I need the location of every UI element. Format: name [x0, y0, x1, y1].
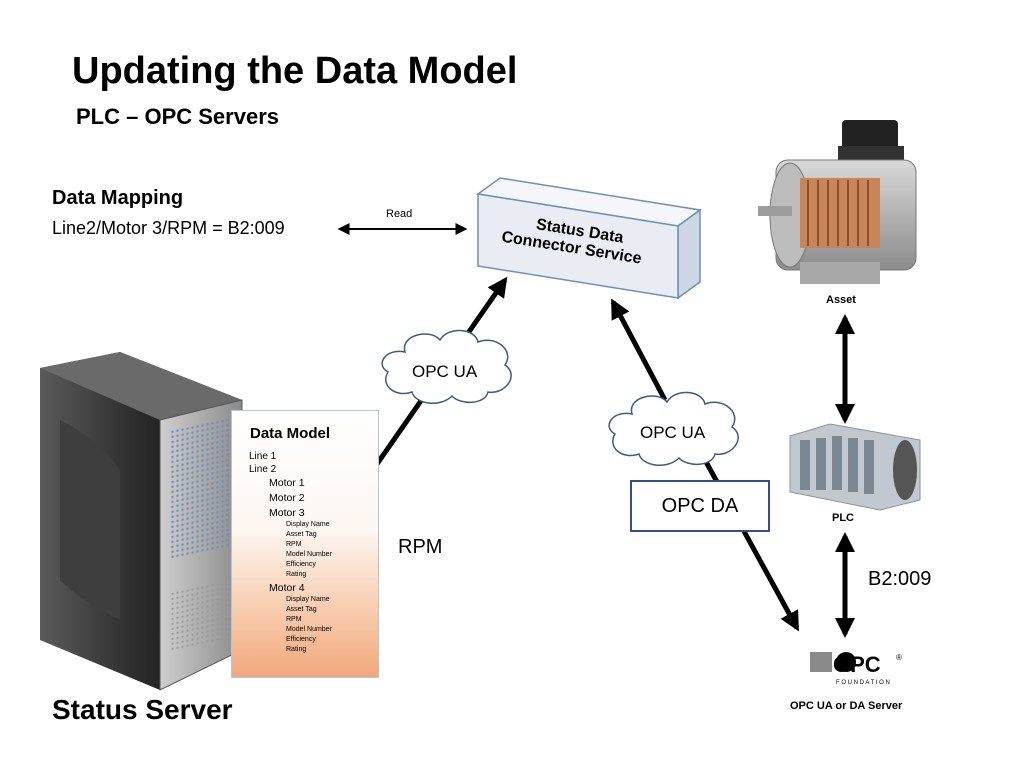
opc-logo-registered: ® — [896, 653, 902, 662]
opc-ua-cloud-left: OPC UA — [381, 329, 512, 404]
data-model-panel: Data Model Line 1 Line 2 Motor 1 Motor 2… — [231, 410, 379, 678]
data-model-motor3: Motor 3 — [269, 507, 305, 519]
motor3-field: Display Name — [286, 521, 330, 528]
motor3-field: Rating — [286, 571, 307, 578]
motor4-field: Asset Tag — [286, 606, 317, 613]
opc-da-box: OPC DA — [630, 480, 770, 532]
motor3-field: Asset Tag — [286, 531, 317, 538]
asset-label: Asset — [826, 294, 856, 306]
plc-label: PLC — [832, 512, 854, 524]
motor3-field: Efficiency — [286, 561, 316, 568]
motor3-field: RPM — [286, 541, 302, 548]
data-model-motor4: Motor 4 — [269, 582, 305, 594]
opc-logo-subtitle: F O U N D A T I O N — [836, 680, 890, 686]
opc-foundation-logo: OPC ® F O U N D A T I O N — [810, 652, 902, 686]
data-mapping-text: Line2/Motor 3/RPM = B2:009 — [52, 218, 285, 238]
data-model-title: Data Model — [250, 425, 331, 442]
motor4-field: RPM — [286, 616, 302, 623]
rpm-label: RPM — [398, 536, 443, 558]
slide-subtitle: PLC – OPC Servers — [76, 104, 279, 129]
motor3-field: Model Number — [286, 551, 332, 558]
arrow-opcda-to-connector — [610, 298, 668, 402]
opc-ua-cloud-right-label: OPC UA — [640, 423, 706, 442]
data-model-line1: Line 1 — [249, 451, 277, 462]
opc-ua-cloud-right: OPC UA — [608, 391, 739, 466]
status-server-label: Status Server — [52, 694, 233, 725]
data-model-motor1: Motor 1 — [269, 477, 305, 489]
opc-server-label: OPC UA or DA Server — [790, 700, 903, 712]
b2-address-label: B2:009 — [868, 568, 932, 590]
data-model-motor2: Motor 2 — [269, 492, 305, 504]
data-model-line2: Line 2 — [249, 464, 277, 475]
motor4-field: Display Name — [286, 596, 330, 603]
connector-service-box: Status Data Connector Service — [476, 177, 702, 300]
asset-motor-image — [758, 120, 917, 284]
opc-ua-cloud-left-label: OPC UA — [412, 362, 478, 381]
opc-logo-text: OPC — [833, 652, 881, 677]
motor4-field: Model Number — [286, 626, 332, 633]
motor4-field: Rating — [286, 646, 307, 653]
status-server-image — [40, 352, 243, 691]
data-mapping-heading: Data Mapping — [52, 187, 184, 209]
motor4-field: Efficiency — [286, 636, 316, 643]
plc-image — [789, 423, 921, 511]
read-label: Read — [386, 208, 413, 220]
slide-title: Updating the Data Model — [72, 50, 518, 92]
